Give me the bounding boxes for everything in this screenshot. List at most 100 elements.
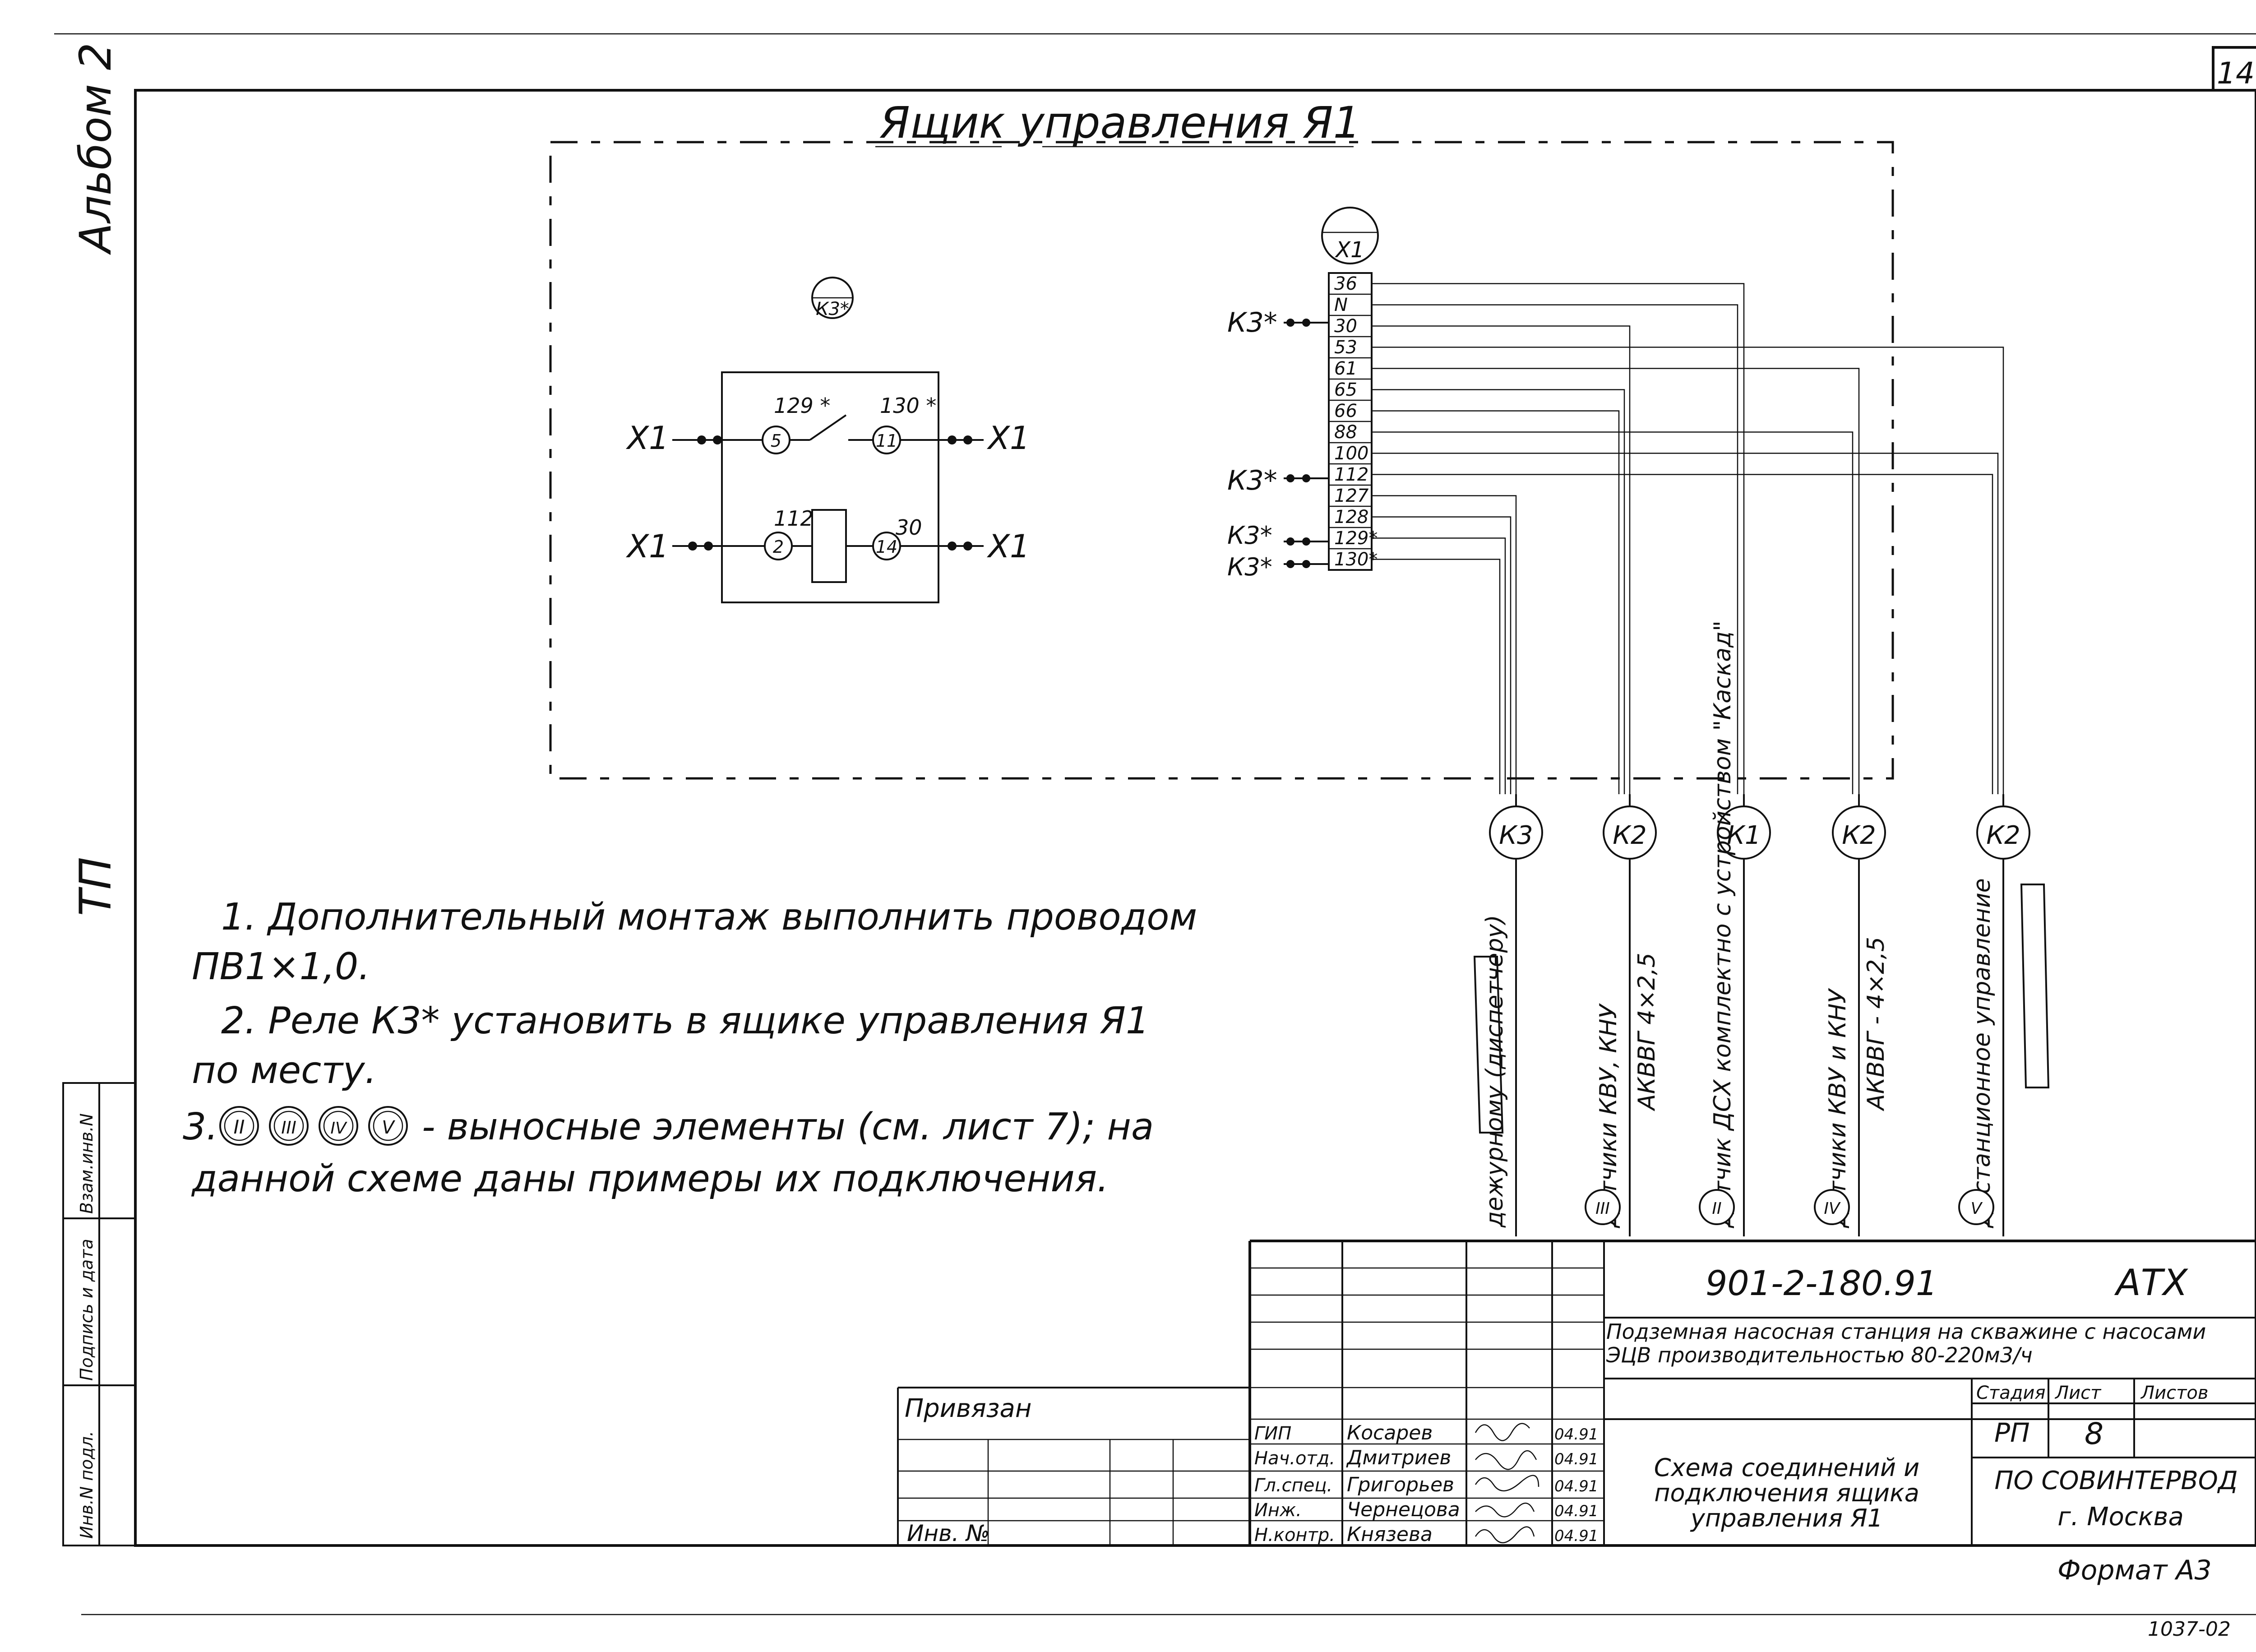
role-engineer: Инж. bbox=[1254, 1500, 1302, 1521]
pin-11: 11 bbox=[876, 431, 897, 451]
terminal-36: 36 bbox=[1334, 273, 1357, 294]
wire-terminal-61 bbox=[1372, 368, 1860, 794]
strip-tag-circle bbox=[1321, 207, 1379, 264]
cable-element-circle bbox=[1814, 1189, 1850, 1225]
cable-description: Дистанционное управление bbox=[1969, 878, 1996, 1228]
name-engineer: Чернецова bbox=[1347, 1498, 1460, 1521]
role-gip: ГИП bbox=[1254, 1423, 1291, 1444]
control-box-outline bbox=[549, 141, 1894, 780]
relay-term-left-bottom: X1 bbox=[625, 528, 669, 565]
wire-terminal-53 bbox=[1372, 347, 2004, 794]
wire-terminal-128 bbox=[1372, 516, 1512, 794]
box-title: Ящик управления Я1 bbox=[879, 97, 1361, 148]
project-name-box: Подземная насосная станция на скважине с… bbox=[1606, 1320, 2206, 1367]
note-3a: - выносные элементы (см. лист 7); на bbox=[422, 1106, 1154, 1148]
sheet-title: Схема соединений и подключения ящика упр… bbox=[1654, 1455, 1920, 1532]
stamp-replace-inv: Взам.инв.N bbox=[77, 1113, 97, 1214]
project-name: Подземная насосная станция на скважине с… bbox=[1606, 1320, 2206, 1367]
cable-spec: АКВВГ 4×2,5 bbox=[1633, 953, 1660, 1111]
sheet-number-box bbox=[2212, 46, 2256, 92]
signature-head-dept bbox=[1475, 1450, 1537, 1470]
note-1b: ПВ1×1,0. bbox=[192, 945, 370, 988]
paper-format: Формат А3 bbox=[2057, 1555, 2212, 1586]
sheet-title-box: Схема соединений и подключения ящика упр… bbox=[1654, 1455, 1920, 1532]
stamp-signature-date: Подпись и дата bbox=[77, 1239, 97, 1381]
album-label: Альбом 2 bbox=[70, 42, 121, 255]
sheets-header: Листов bbox=[2140, 1383, 2208, 1403]
cable-tag: К2 bbox=[1842, 821, 1876, 850]
cable-1: К3 дежурному (диспетчеру) bbox=[1481, 794, 1543, 1236]
note-3-number: 3. bbox=[183, 1106, 218, 1148]
strip-side-label-112: К3* bbox=[1227, 465, 1277, 496]
wire-112-label: 112 bbox=[774, 506, 814, 531]
inv-label: Инв. № bbox=[907, 1520, 989, 1546]
date-norm-control: 04.91 bbox=[1554, 1527, 1598, 1545]
wire-129-label: 129 * bbox=[774, 393, 830, 418]
terminal-129-star: 129* bbox=[1334, 528, 1378, 549]
cable-element-circle bbox=[1958, 1189, 1994, 1225]
strip-tag: X1 bbox=[1334, 237, 1364, 263]
terminal-53: 53 bbox=[1334, 337, 1357, 358]
pin-5: 5 bbox=[771, 431, 781, 451]
date-head-dept: 04.91 bbox=[1554, 1450, 1598, 1468]
footer-code: 1037-02 bbox=[2148, 1618, 2231, 1641]
tp-label: ТП bbox=[70, 857, 121, 916]
terminal-30: 30 bbox=[1334, 316, 1357, 337]
cable-element: II bbox=[1712, 1199, 1721, 1218]
terminal-112: 112 bbox=[1334, 464, 1368, 485]
relay-housing bbox=[721, 371, 939, 603]
wire-terminal-88 bbox=[1372, 431, 1854, 794]
pin-2: 2 bbox=[773, 537, 784, 557]
signature-rows: ГИП Косарев 04.91 Нач.отд. Дмитриев 04.9… bbox=[1254, 1421, 1598, 1546]
cable-element-circle bbox=[1585, 1189, 1621, 1225]
doc-code: 901-2-180.91 bbox=[1706, 1263, 1937, 1303]
cable-tag: К3 bbox=[1499, 821, 1533, 850]
note-3-elements: II III IV V bbox=[219, 1106, 408, 1146]
strip-side-label-129: К3* bbox=[1227, 521, 1272, 550]
tied-label: Привязан bbox=[905, 1394, 1031, 1423]
cable-description: дежурному (диспетчеру) bbox=[1481, 915, 1508, 1228]
cable-element: V bbox=[1971, 1199, 1983, 1218]
wire-terminal-66 bbox=[1372, 410, 1620, 794]
strip-side-label-130: К3* bbox=[1227, 553, 1272, 581]
date-chief-spec: 04.91 bbox=[1554, 1477, 1598, 1495]
wire-terminal-129-star bbox=[1372, 537, 1506, 794]
note-1a: 1. Дополнительный монтаж выполнить прово… bbox=[221, 896, 1197, 939]
note-element-3: III bbox=[281, 1118, 296, 1138]
cable-element-circle bbox=[1699, 1189, 1735, 1225]
note-element-2: II bbox=[234, 1116, 245, 1138]
relay-coil bbox=[811, 509, 847, 583]
name-norm-control: Князева bbox=[1347, 1523, 1433, 1546]
cable-marker-k2-remote bbox=[2020, 884, 2050, 1088]
signature-engineer bbox=[1475, 1502, 1535, 1518]
signature-chief-spec bbox=[1475, 1475, 1539, 1492]
name-gip: Косарев bbox=[1347, 1421, 1433, 1444]
note-element-4: IV bbox=[330, 1119, 347, 1138]
cable-spec: АКВВГ - 4×2,5 bbox=[1863, 937, 1890, 1111]
terminal-100: 100 bbox=[1334, 443, 1368, 464]
sheet-number: 14 bbox=[2217, 56, 2255, 91]
role-norm-control: Н.контр. bbox=[1254, 1525, 1335, 1546]
cable-tag: К1 bbox=[1727, 821, 1761, 850]
cable-tag: К2 bbox=[1986, 821, 2020, 850]
cable-description: Датчик ДСХ комплектно с устройством "Кас… bbox=[1709, 620, 1736, 1228]
terminal-66: 66 bbox=[1334, 401, 1357, 421]
wire-terminal-36 bbox=[1372, 283, 1745, 794]
relay-term-right-top: X1 bbox=[986, 420, 1030, 457]
org-city: г. Москва bbox=[2057, 1502, 2184, 1532]
notes: 1. Дополнительный монтаж выполнить прово… bbox=[183, 896, 1197, 1200]
doc-mark: АТХ bbox=[2114, 1262, 2189, 1304]
role-chief-spec: Гл.спец. bbox=[1254, 1475, 1332, 1496]
relay-k3: К3* X1 5 11 X1 129 * 130 * X1 2 14 X1 11… bbox=[625, 277, 1030, 603]
cable-tag: К2 bbox=[1613, 821, 1646, 850]
org-name: ПО СОВИНТЕРВОД bbox=[1994, 1466, 2238, 1495]
name-chief-spec: Григорьев bbox=[1347, 1473, 1454, 1496]
strip-side-label-30: К3* bbox=[1227, 307, 1277, 338]
relay-term-left-top: X1 bbox=[625, 420, 669, 457]
wire-terminal-112 bbox=[1372, 474, 1993, 794]
cable-marker-k3 bbox=[1473, 956, 1504, 1134]
